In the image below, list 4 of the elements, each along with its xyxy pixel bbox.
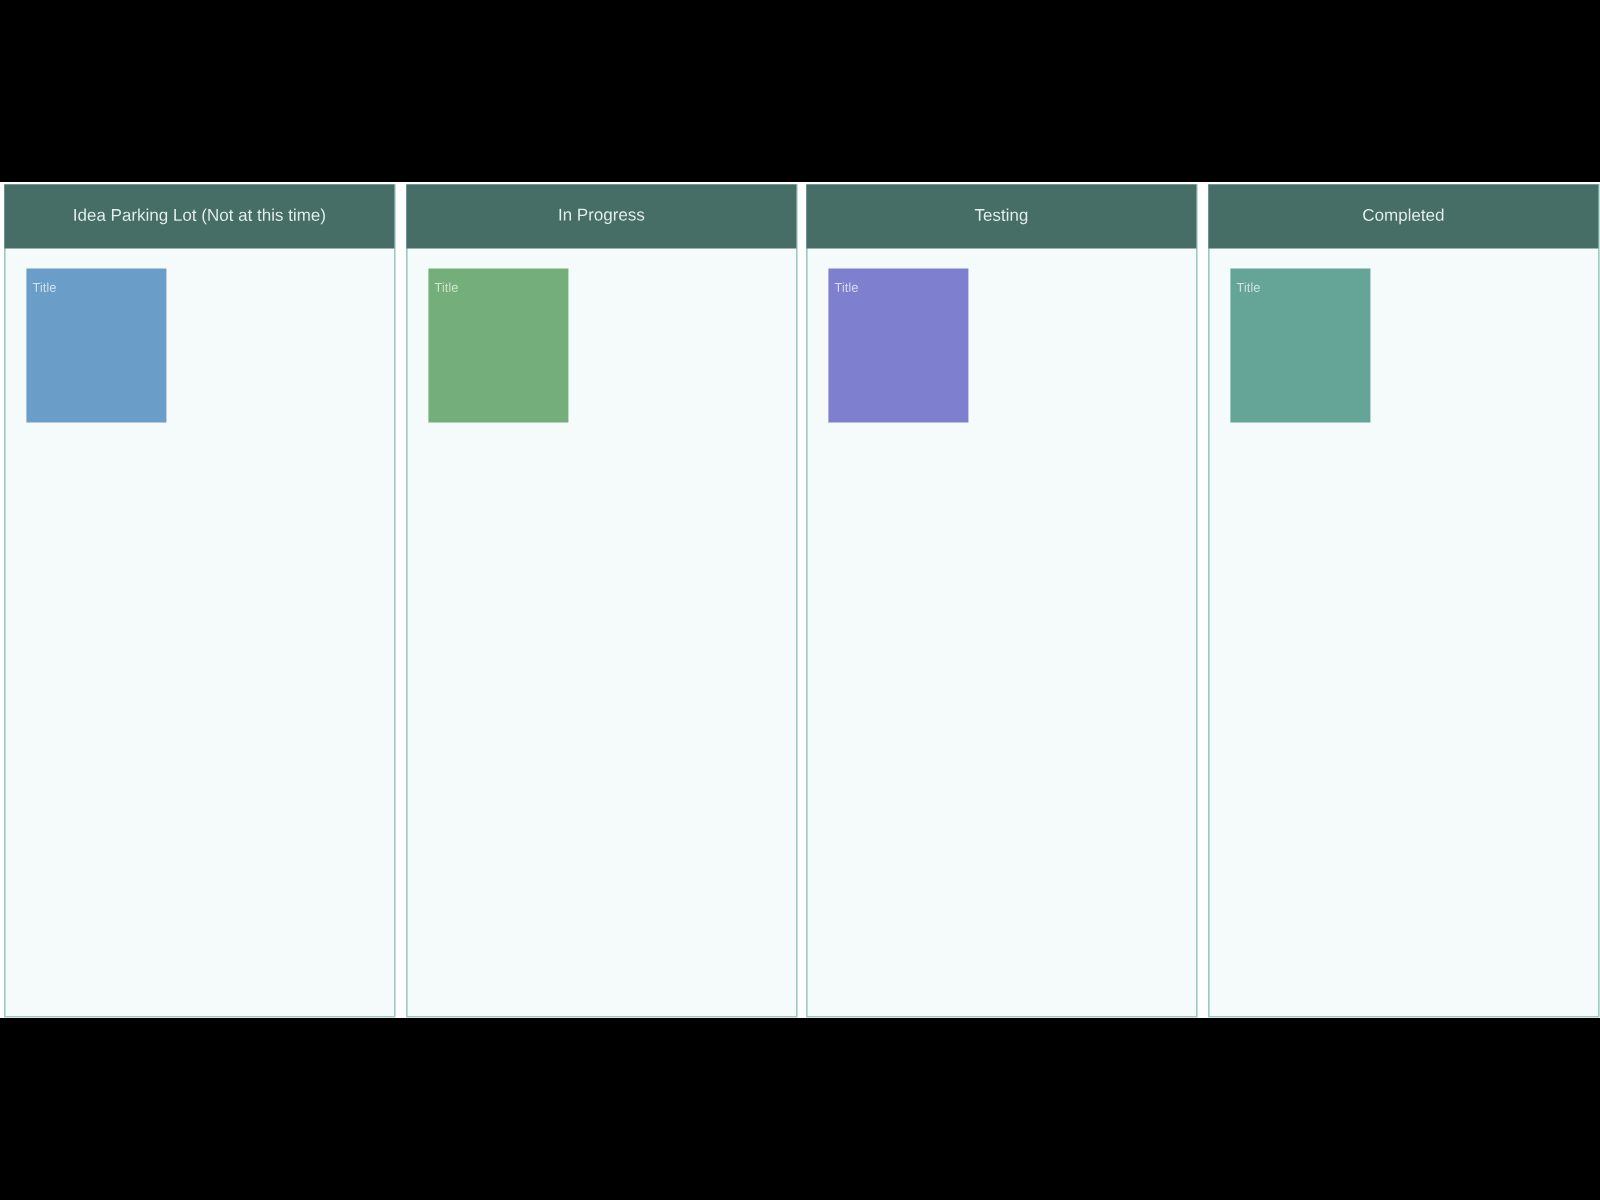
- column-header: Completed: [1208, 184, 1599, 249]
- column-header: Testing: [806, 184, 1197, 249]
- column-header: In Progress: [406, 184, 797, 249]
- column-header: Idea Parking Lot (Not at this time): [4, 184, 395, 249]
